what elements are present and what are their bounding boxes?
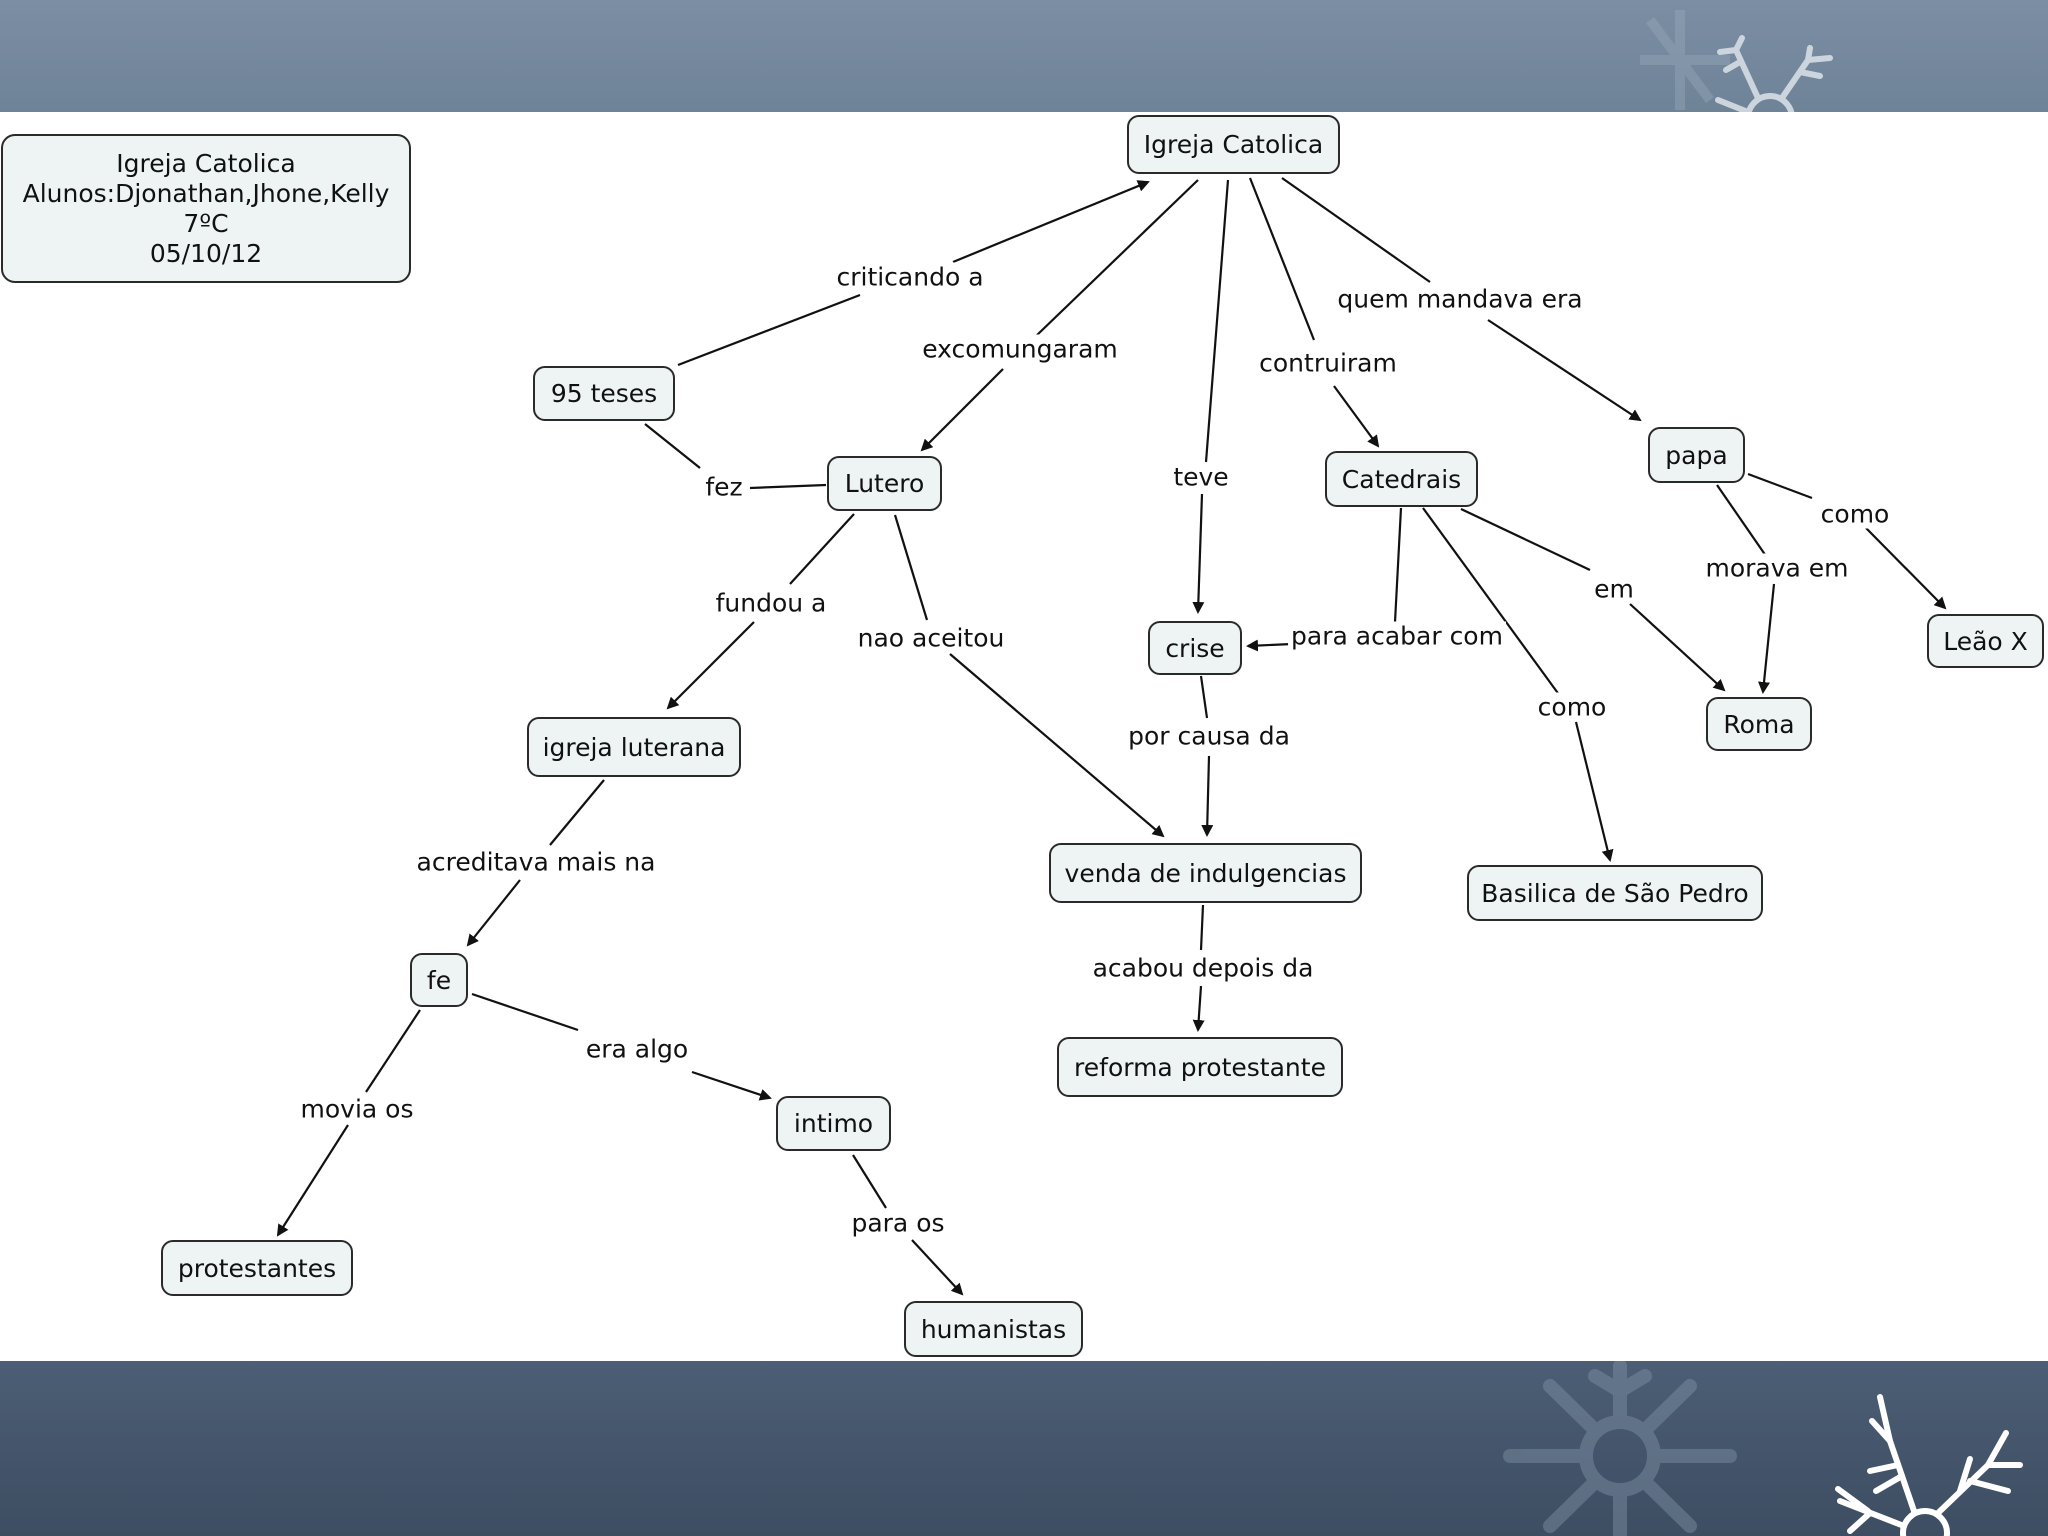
link-line <box>1865 527 1947 610</box>
concept-node-95-teses[interactable]: 95 teses <box>533 366 675 421</box>
link-line <box>1487 319 1642 422</box>
link-line <box>1199 675 1209 719</box>
link-line <box>1201 755 1214 837</box>
concept-node-papa[interactable]: papa <box>1648 427 1745 483</box>
link-line <box>911 1239 964 1296</box>
concept-node-catedrais[interactable]: Catedrais <box>1325 451 1478 507</box>
link-label-em: em <box>1591 574 1637 604</box>
link-label-teve: teve <box>1170 462 1232 492</box>
link-label-excomungaram: excomungaram <box>919 334 1121 364</box>
info-box: Igreja Catolica Alunos:Djonathan,Jhone,K… <box>1 134 411 283</box>
link-label-fundou-a: fundou a <box>712 588 830 618</box>
link-line <box>276 1124 349 1237</box>
link-label-acabou-depois-da: acabou depois da <box>1089 953 1317 983</box>
link-line <box>1246 639 1293 652</box>
concept-node-lutero[interactable]: Lutero <box>827 456 942 511</box>
link-line <box>1333 385 1380 448</box>
link-label-para-os: para os <box>848 1208 948 1238</box>
link-line <box>1747 472 1813 500</box>
concept-node-protestantes[interactable]: protestantes <box>161 1240 353 1296</box>
link-line <box>920 368 1004 452</box>
link-line <box>691 1070 772 1101</box>
concept-node-igreja-luterana[interactable]: igreja luterana <box>527 717 741 777</box>
link-label-movia-os: movia os <box>297 1094 417 1124</box>
link-line <box>949 653 1165 838</box>
info-date: 05/10/12 <box>149 238 263 268</box>
link-line <box>644 423 701 469</box>
link-line <box>1204 179 1230 463</box>
info-title: Igreja Catolica <box>116 148 296 178</box>
link-line <box>789 513 855 585</box>
link-line <box>749 483 827 490</box>
link-line <box>893 514 929 621</box>
link-line <box>1574 721 1614 862</box>
link-line <box>1192 493 1205 614</box>
link-label-contruiram: contruiram <box>1256 348 1400 378</box>
info-class: 7ºC <box>183 208 229 238</box>
link-line <box>852 1154 887 1209</box>
link-line <box>1281 177 1431 283</box>
link-line <box>666 621 755 710</box>
concept-node-basilica-de-sao-pedro[interactable]: Basilica de São Pedro <box>1467 865 1763 921</box>
link-line <box>1422 507 1561 697</box>
link-label-era-algo: era algo <box>582 1034 692 1064</box>
footer-band <box>0 1361 2048 1536</box>
link-label-como-basilica: como <box>1534 692 1610 722</box>
link-label-nao-aceitou: nao aceitou <box>854 623 1008 653</box>
link-line <box>365 1009 421 1093</box>
link-line <box>1629 603 1726 692</box>
link-label-morava-em: morava em <box>1702 553 1852 583</box>
link-line <box>1716 484 1767 557</box>
link-line <box>1248 177 1316 341</box>
concept-node-igreja-catolica[interactable]: Igreja Catolica <box>1127 115 1340 174</box>
link-line <box>1199 904 1205 951</box>
snowflake-icon <box>1640 10 1833 112</box>
link-label-criticando-a: criticando a <box>833 262 987 292</box>
header-band <box>0 0 2048 112</box>
link-line <box>677 293 861 367</box>
link-line <box>549 779 605 846</box>
link-label-quem-mandava-era: quem mandava era <box>1334 284 1586 314</box>
link-label-por-causa-da: por causa da <box>1125 721 1293 751</box>
concept-node-roma[interactable]: Roma <box>1706 697 1812 751</box>
link-line <box>1758 583 1776 694</box>
link-line <box>466 879 521 947</box>
link-label-acreditava-mais-na: acreditava mais na <box>413 847 659 877</box>
concept-node-intimo[interactable]: intimo <box>776 1096 891 1151</box>
snowflake-icon <box>1835 1394 2023 1536</box>
link-label-fez: fez <box>702 472 746 502</box>
link-line <box>1393 507 1403 623</box>
link-label-para-acabar-com: para acabar com <box>1288 621 1506 651</box>
snowflake-icon <box>1503 1361 1737 1536</box>
concept-node-venda-de-indulgencias[interactable]: venda de indulgencias <box>1049 843 1362 903</box>
link-line <box>952 180 1150 264</box>
link-line <box>1192 985 1205 1032</box>
concept-node-reforma-protestante[interactable]: reforma protestante <box>1057 1037 1343 1097</box>
concept-node-fe[interactable]: fe <box>410 953 468 1007</box>
info-students: Alunos:Djonathan,Jhone,Kelly <box>22 178 390 208</box>
concept-node-leao-x[interactable]: Leão X <box>1927 614 2044 668</box>
link-line <box>1035 179 1199 337</box>
concept-node-crise[interactable]: crise <box>1148 621 1242 675</box>
link-label-como-leao-x: como <box>1817 499 1893 529</box>
concept-node-humanistas[interactable]: humanistas <box>904 1301 1083 1357</box>
link-line <box>1460 508 1591 571</box>
link-line <box>471 992 579 1032</box>
